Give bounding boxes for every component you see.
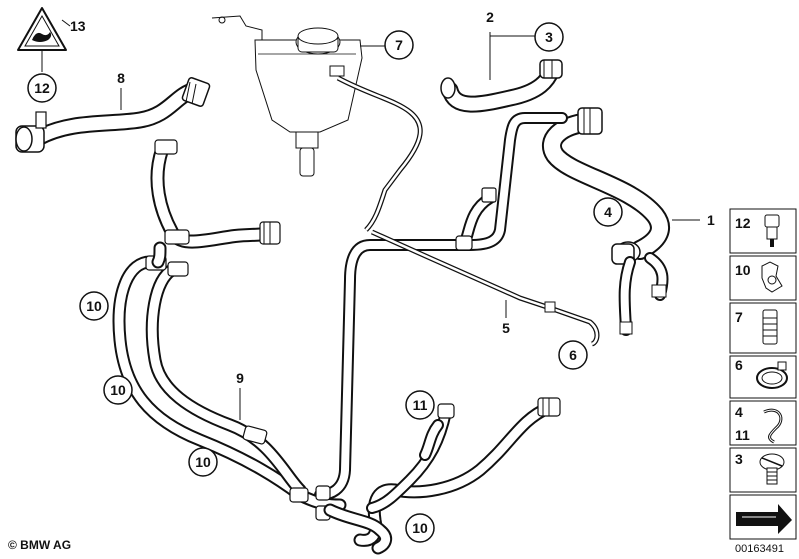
legend-item-10: [729, 255, 797, 301]
direction-arrow-icon: [736, 504, 792, 534]
legend-label-12: 12: [735, 215, 751, 231]
callout-8: 8: [117, 70, 125, 86]
hose-9: [112, 139, 347, 521]
callout-3: 3: [545, 29, 553, 45]
legend-item-3: [729, 447, 797, 493]
legend-item-4-11: [729, 400, 797, 446]
hose-clamp-icon: [756, 361, 788, 389]
screw-icon: [759, 453, 785, 485]
callout-10d-circle: [405, 513, 435, 543]
callout-6: 6: [569, 347, 577, 363]
callout-4-circle: [593, 197, 623, 227]
callout-3-circle: [534, 22, 564, 52]
callout-7-circle: [384, 30, 414, 60]
callout-4: 4: [604, 204, 612, 220]
legend-label-4: 4: [735, 404, 743, 420]
legend-label-10: 10: [735, 262, 751, 278]
callout-12: 12: [34, 80, 50, 96]
bleed-screw-icon: [762, 309, 778, 345]
callout-10a: 10: [86, 298, 102, 314]
hose-lower-right: [323, 397, 561, 555]
callout-7: 7: [395, 37, 403, 53]
parts-legend: 12 10 7 6 4 11: [729, 208, 797, 540]
legend-label-3: 3: [735, 451, 743, 467]
hose-1: [542, 107, 670, 336]
legend-label-7: 7: [735, 309, 743, 325]
callout-10c: 10: [195, 454, 211, 470]
spring-clip-icon: [763, 408, 783, 444]
vent-line-5: [370, 229, 600, 347]
callout-10d: 10: [412, 520, 428, 536]
pipe-main: [314, 112, 568, 501]
callout-1: 1: [707, 212, 715, 228]
callout-12-circle: [27, 73, 57, 103]
hose-8: [15, 77, 211, 153]
document-number: 00163491: [735, 543, 784, 555]
callout-11-circle: [405, 390, 435, 420]
warning-triangle-icon: [17, 7, 71, 72]
callout-10a-circle: [79, 291, 109, 321]
callout-10c-circle: [188, 447, 218, 477]
callout-10b-circle: [103, 375, 133, 405]
copyright-text: © BMW AG: [8, 538, 72, 552]
hose-2: [440, 59, 563, 113]
callout-11: 11: [413, 397, 428, 413]
callout-10b: 10: [110, 382, 126, 398]
clip-icon: [761, 261, 783, 293]
callout-2: 2: [486, 9, 494, 25]
callout-9: 9: [236, 370, 244, 386]
legend-item-12: [729, 208, 797, 254]
callout-13: 13: [70, 18, 86, 34]
callout-5: 5: [502, 320, 510, 336]
temperature-sensor-icon: [764, 214, 780, 247]
callout-6-circle: [558, 340, 588, 370]
legend-label-6: 6: [735, 357, 743, 373]
expansion-tank: [211, 15, 423, 232]
legend-label-11: 11: [735, 427, 750, 443]
